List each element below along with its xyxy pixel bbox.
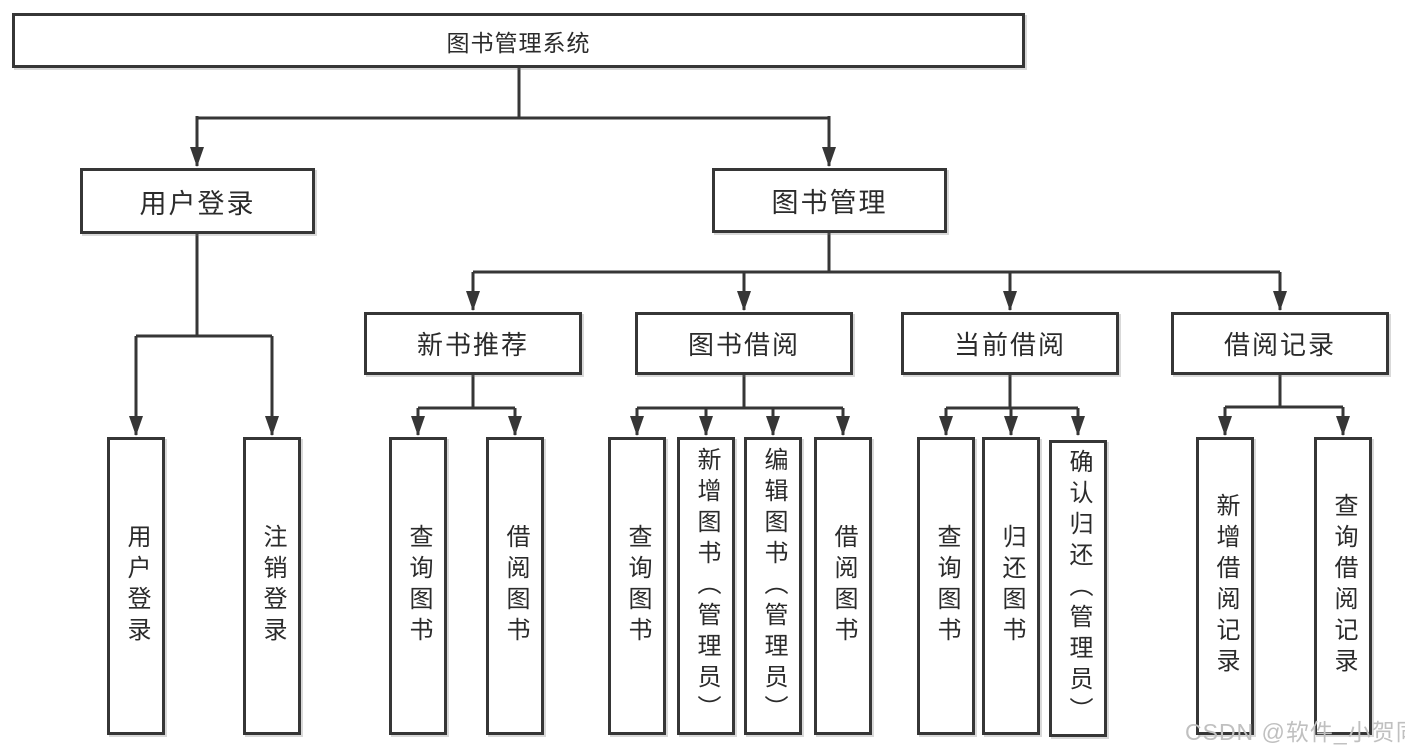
node-label: 图书借阅 — [687, 330, 800, 360]
node-label: 查询借阅记录 — [1330, 493, 1357, 679]
leaf-borrow-books: 借阅图书 — [814, 437, 872, 735]
node-label: 借阅记录 — [1223, 330, 1336, 360]
node-label: 查询图书 — [405, 524, 432, 648]
node-label: 图书管理 — [771, 188, 888, 218]
node-book-management: 图书管理 — [712, 168, 947, 233]
node-book-borrow: 图书借阅 — [635, 312, 853, 375]
node-label: 图书管理系统 — [446, 29, 591, 56]
node-label: 当前借阅 — [953, 330, 1066, 360]
leaf-confirm-return-admin: 确认归还（管理员） — [1049, 440, 1107, 737]
node-label: 新增借阅记录 — [1212, 493, 1239, 679]
node-label: 新增图书（管理员） — [693, 446, 720, 726]
leaf-add-borrow-record: 新增借阅记录 — [1196, 437, 1254, 735]
node-label: 归还图书 — [998, 524, 1025, 648]
node-label: 用户登录 — [123, 524, 150, 648]
leaf-query-books-recommend: 查询图书 — [389, 437, 447, 735]
node-label: 新书推荐 — [416, 330, 529, 360]
leaf-user-login: 用户登录 — [107, 437, 165, 735]
leaf-add-book-admin: 新增图书（管理员） — [677, 437, 735, 735]
node-label: 注销登录 — [259, 524, 286, 648]
leaf-query-borrow-record: 查询借阅记录 — [1314, 437, 1372, 735]
node-label: 借阅图书 — [830, 524, 857, 648]
leaf-borrow-books-recommend: 借阅图书 — [486, 437, 544, 735]
leaf-logout: 注销登录 — [243, 437, 301, 735]
node-borrow-records: 借阅记录 — [1171, 312, 1389, 375]
node-current-borrow: 当前借阅 — [901, 312, 1119, 375]
node-new-book-recommend: 新书推荐 — [364, 312, 582, 375]
leaf-return-books: 归还图书 — [982, 437, 1040, 735]
node-label: 确认归还（管理员） — [1065, 449, 1092, 728]
leaf-edit-book-admin: 编辑图书（管理员） — [744, 437, 802, 735]
node-label: 用户登录 — [139, 188, 256, 219]
leaf-query-books-current: 查询图书 — [917, 437, 975, 735]
leaf-query-books-borrow: 查询图书 — [608, 437, 666, 735]
node-label: 查询图书 — [624, 524, 651, 648]
node-label: 编辑图书（管理员） — [760, 446, 787, 726]
node-user-login: 用户登录 — [80, 168, 315, 234]
node-system-root: 图书管理系统 — [12, 13, 1025, 68]
node-label: 借阅图书 — [502, 524, 529, 648]
node-label: 查询图书 — [933, 524, 960, 648]
watermark: CSDN @软件_小贺同学 — [1185, 719, 1405, 745]
